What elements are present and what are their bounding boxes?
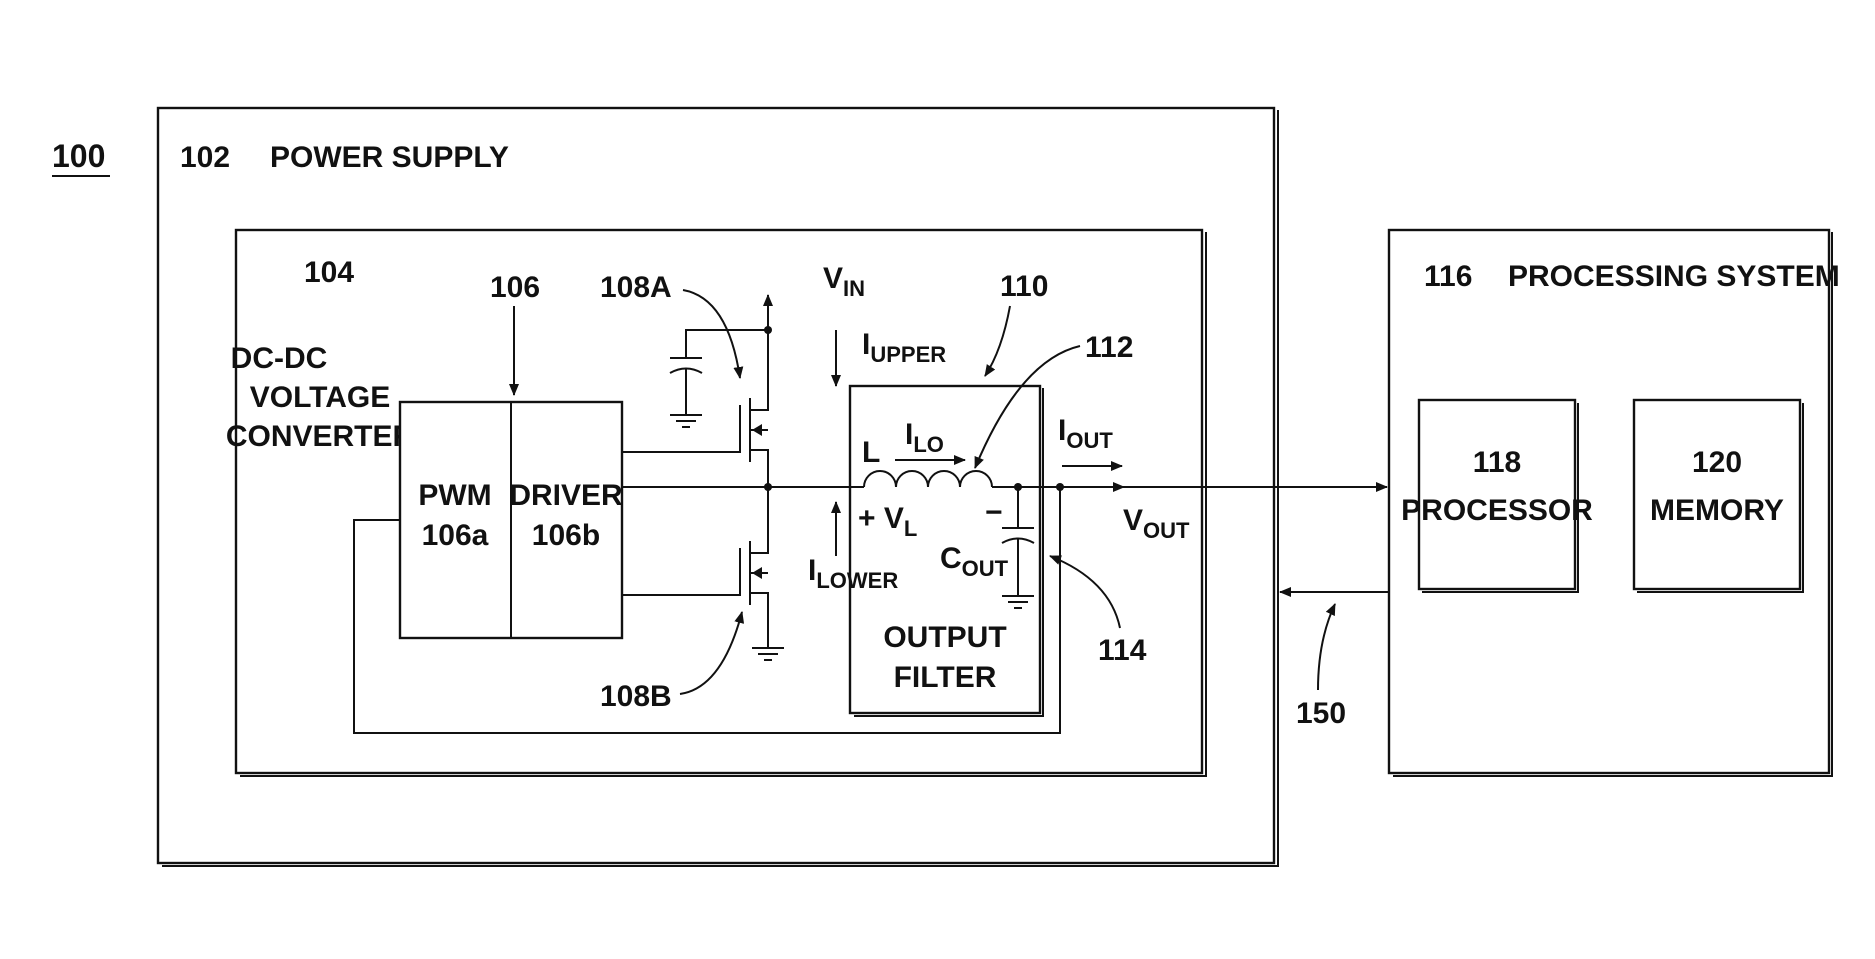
vout-sub: OUT [1143, 518, 1190, 543]
processor-label: PROCESSOR [1401, 494, 1593, 527]
figure-reference: 100 [52, 138, 110, 176]
vl-minus: − [985, 496, 1003, 529]
cout-sub: OUT [962, 556, 1009, 581]
vl-main: + V [858, 502, 904, 535]
ilower-sub: LOWER [816, 568, 898, 593]
power-supply-label: POWER SUPPLY [270, 141, 509, 174]
vout-main: V [1123, 504, 1143, 537]
vl-sub: L [904, 516, 917, 541]
converter-box [236, 230, 1202, 773]
iupper-sub: UPPER [870, 342, 946, 367]
processor-ref: 118 [1473, 446, 1521, 479]
cout-main: C [940, 542, 962, 575]
pwm-ref: 106a [422, 519, 489, 552]
feedback-ref: 150 [1296, 697, 1346, 730]
iout-sub: OUT [1066, 428, 1113, 453]
inductor-ref: 112 [1085, 331, 1133, 364]
vin-sub: IN [843, 276, 865, 301]
processing-system-block: 116 PROCESSING SYSTEM 118 PROCESSOR 120 … [1389, 230, 1840, 776]
capacitor-ref: 114 [1098, 634, 1147, 667]
filter-ref: 110 [1000, 270, 1048, 303]
processing-system-label: PROCESSING SYSTEM [1508, 260, 1840, 293]
ilower-main: I [808, 554, 816, 587]
processing-system-ref: 116 [1424, 260, 1472, 293]
vin-main: V [823, 262, 843, 295]
converter-label-line3: CONVERTER [226, 420, 415, 453]
switch-lower-ref: 108B [600, 680, 672, 713]
controller-ref: 106 [490, 271, 540, 304]
driver-ref: 106b [532, 519, 600, 552]
memory-ref: 120 [1692, 446, 1742, 479]
pwm-label: PWM [418, 479, 491, 512]
inductor-label: L [862, 436, 880, 469]
ilo-sub: LO [913, 432, 944, 457]
figure-number: 100 [52, 138, 105, 174]
memory-label: MEMORY [1650, 494, 1784, 527]
power-supply-ref: 102 [180, 141, 230, 174]
converter-label-line2: VOLTAGE [250, 381, 391, 414]
output-filter-label-line2: FILTER [894, 661, 997, 694]
driver-label: DRIVER [509, 479, 623, 512]
ilo-main: I [905, 418, 913, 451]
converter-ref: 104 [304, 256, 354, 289]
output-filter-label-line1: OUTPUT [883, 621, 1006, 654]
feedback-ref-leader [1318, 604, 1335, 690]
iupper-main: I [862, 328, 870, 361]
switch-upper-ref: 108A [600, 271, 672, 304]
iout-main: I [1058, 414, 1066, 447]
converter-label-line1: DC-DC [231, 342, 328, 375]
